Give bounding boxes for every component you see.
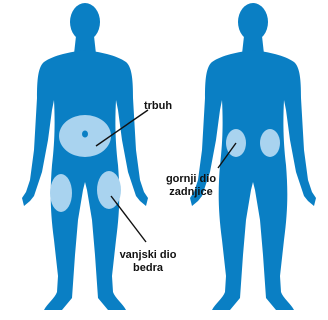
label-buttocks-line1: gornji dio — [166, 173, 216, 185]
front-body-figure — [22, 3, 148, 310]
label-abdomen: trbuh — [144, 100, 172, 112]
back-buttock-zone-right — [260, 129, 280, 157]
label-thigh-line1: vanjski dio — [120, 249, 177, 261]
front-head — [70, 3, 100, 41]
navel-icon — [82, 131, 88, 138]
back-body-figure — [190, 3, 316, 310]
front-torso — [22, 50, 148, 310]
label-thigh-line2: bedra — [133, 262, 164, 274]
back-head — [238, 3, 268, 41]
label-buttocks-line2: zadnjice — [169, 186, 212, 198]
front-thigh-zone-left — [50, 174, 72, 212]
